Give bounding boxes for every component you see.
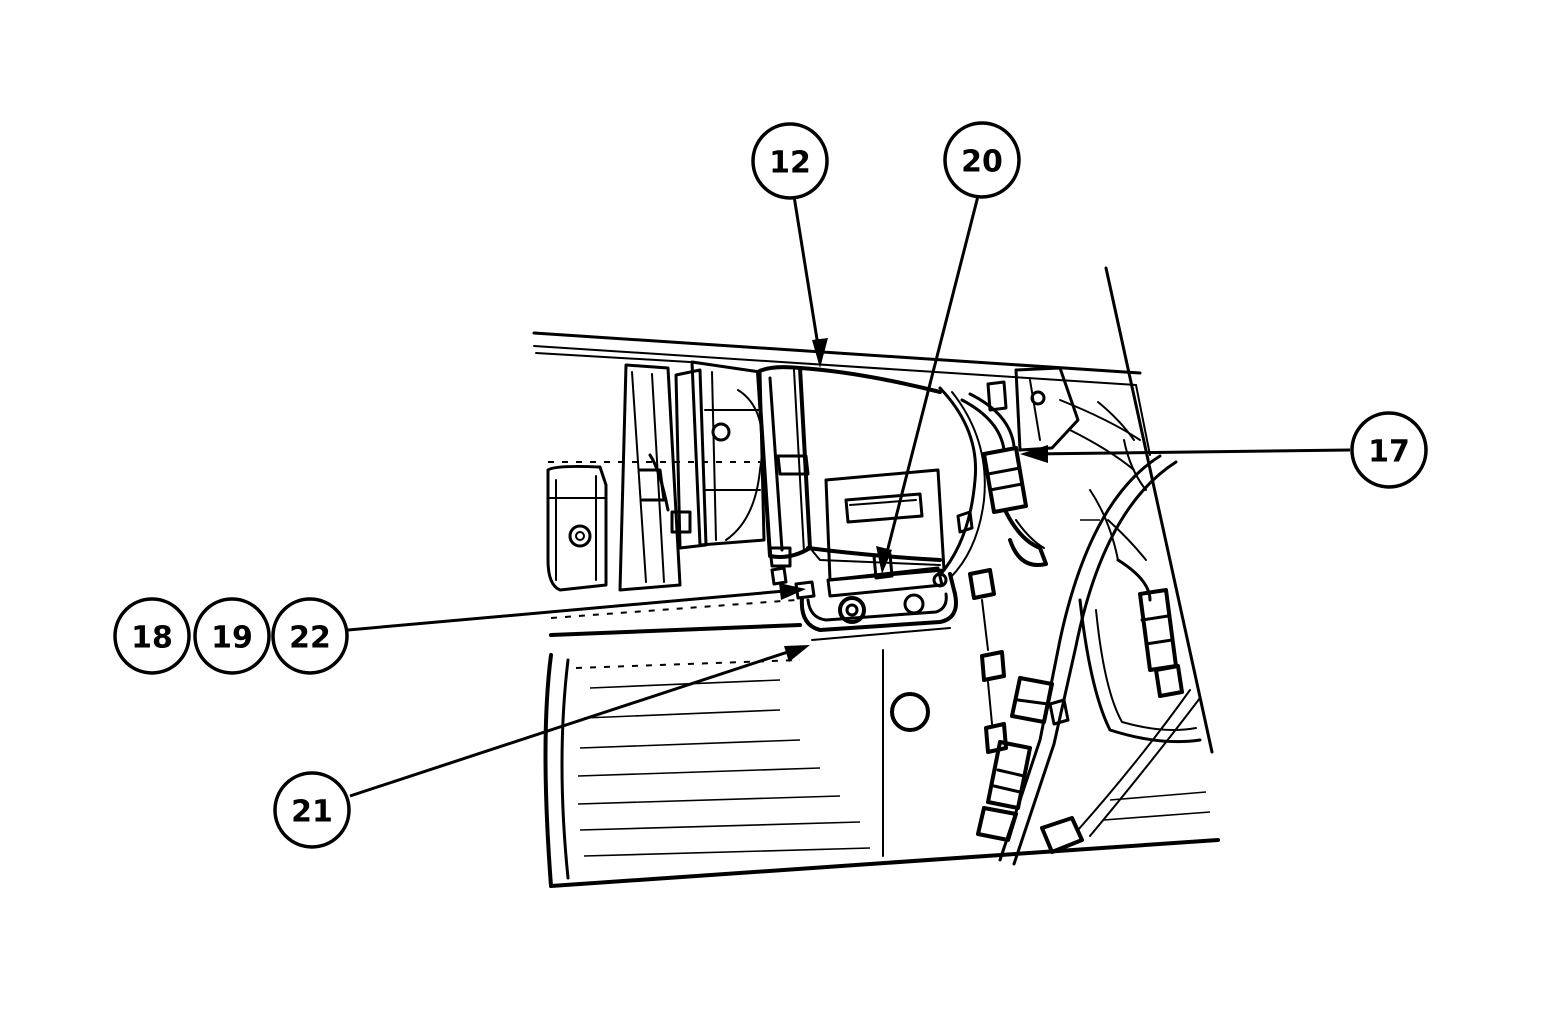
callouts: 12 20 17 18 19 22 21: [113, 121, 1428, 849]
lower-drum: [543, 599, 930, 888]
leader-lines: [347, 195, 1351, 798]
top-frame-rail: [532, 331, 1142, 386]
arrowhead-18-19-22: [779, 583, 806, 600]
callout-19-label: 19: [211, 621, 253, 656]
arrowhead-21: [784, 645, 810, 662]
callout-12: 12: [751, 122, 829, 200]
callout-17: 17: [1350, 411, 1428, 489]
callout-22-label: 22: [289, 621, 331, 656]
callout-12-label: 12: [769, 146, 811, 181]
right-frame-edge: [1104, 266, 1214, 754]
callout-21: 21: [273, 771, 351, 849]
leader-12: [792, 195, 822, 359]
chamber-12: [756, 365, 986, 579]
callout-20: 20: [943, 121, 1021, 199]
leader-18-19-22: [347, 588, 797, 632]
right-fittings: [960, 366, 1141, 754]
callout-18-label: 18: [131, 621, 173, 656]
left-housing: [546, 461, 760, 592]
bottom-frame: [549, 649, 1220, 888]
arrowhead-17: [1020, 445, 1048, 463]
callout-18: 18: [113, 597, 191, 675]
callout-22: 22: [271, 597, 349, 675]
line-art: [532, 266, 1220, 888]
callout-17-label: 17: [1368, 435, 1410, 470]
arrowhead-12: [812, 338, 828, 368]
callout-20-label: 20: [961, 145, 1003, 180]
arrowhead-20: [876, 546, 892, 574]
leader-21: [349, 646, 801, 798]
hoses: [976, 454, 1201, 866]
leader-20: [882, 195, 980, 565]
pump-body: [618, 360, 766, 592]
frame-panels: [1078, 401, 1211, 821]
callout-21-label: 21: [291, 795, 333, 830]
callout-19: 19: [193, 597, 271, 675]
leader-17: [1029, 448, 1351, 456]
